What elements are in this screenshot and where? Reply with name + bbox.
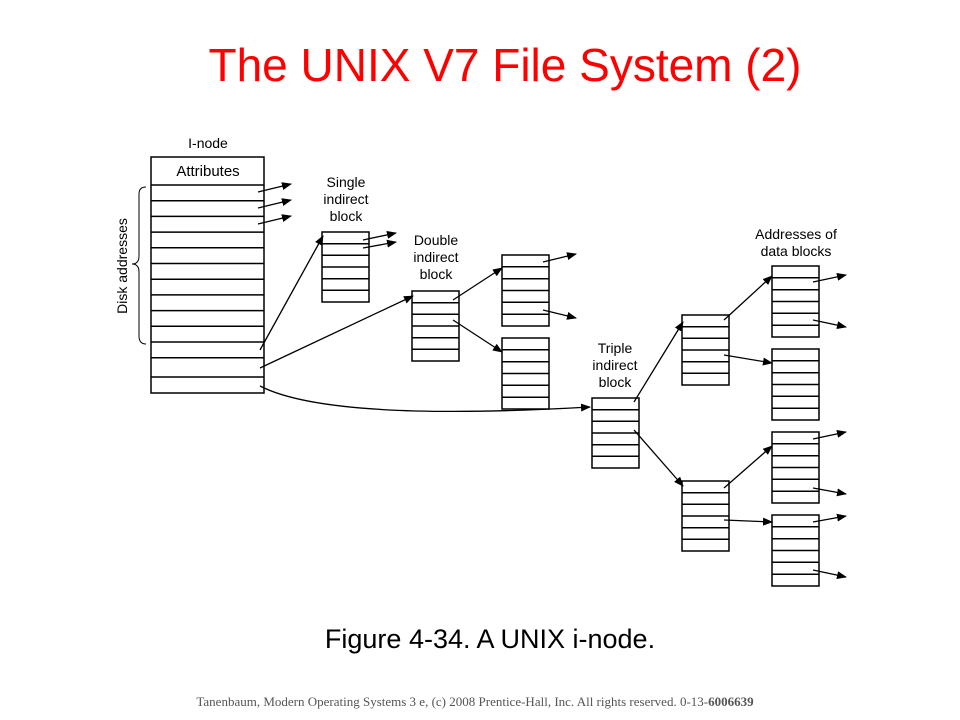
- slide-title: The UNIX V7 File System (2): [208, 39, 802, 91]
- inode-box: [150, 156, 265, 394]
- copyright-footer: Tanenbaum, Modern Operating Systems 3 e,…: [0, 694, 950, 710]
- triple-level-block-2: [681, 480, 730, 552]
- double-indirect-label: Double indirect block: [413, 232, 458, 282]
- svg-text:indirect: indirect: [323, 191, 368, 207]
- figure-caption: Figure 4-34. A UNIX i-node.: [324, 624, 656, 654]
- svg-text:Double: Double: [414, 232, 459, 248]
- svg-text:indirect: indirect: [592, 357, 637, 373]
- pointer-arrows: [257, 182, 847, 580]
- footer-isbn: 6006639: [708, 694, 754, 709]
- disk-addresses-label: Disk addresses: [114, 218, 130, 314]
- svg-text:Single: Single: [327, 174, 366, 190]
- single-indirect-label: Single indirect block: [323, 174, 368, 224]
- footer-text: Tanenbaum, Modern Operating Systems 3 e,…: [196, 694, 709, 709]
- triple-level-block-3: [771, 265, 820, 338]
- svg-text:Triple: Triple: [598, 340, 633, 356]
- double-level-block-1: [501, 254, 550, 327]
- svg-text:block: block: [420, 266, 454, 282]
- svg-text:block: block: [330, 208, 364, 224]
- triple-level-block-5: [771, 431, 820, 504]
- triple-level-block-6: [771, 514, 820, 587]
- svg-text:Addresses of: Addresses of: [755, 226, 837, 242]
- triple-indirect-block: [591, 397, 640, 469]
- double-indirect-block: [411, 290, 460, 362]
- double-level-block-2: [501, 337, 550, 410]
- attributes-label: Attributes: [176, 163, 239, 180]
- svg-text:indirect: indirect: [413, 249, 458, 265]
- svg-text:data blocks: data blocks: [761, 243, 832, 259]
- triple-indirect-label: Triple indirect block: [592, 340, 637, 390]
- disk-addresses-brace: [131, 186, 147, 345]
- svg-text:block: block: [599, 374, 633, 390]
- triple-level-block-4: [771, 348, 820, 421]
- data-blocks-label: Addresses of data blocks: [755, 226, 837, 259]
- single-indirect-block: [321, 231, 370, 303]
- triple-level-block-1: [681, 314, 730, 386]
- inode-label: I-node: [188, 135, 228, 151]
